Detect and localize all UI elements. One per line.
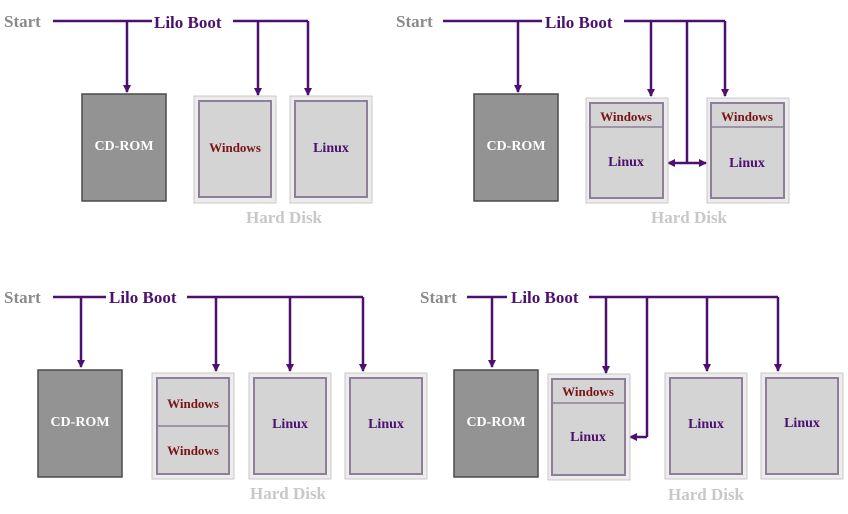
partition-os-label: Windows xyxy=(600,109,652,124)
partition-os-label: Windows xyxy=(167,396,219,411)
panel-4: Start Lilo Boot CD-ROM Windows Linux Lin… xyxy=(420,288,844,504)
partition-os-label: Linux xyxy=(368,417,404,432)
hard-disk-label: Hard Disk xyxy=(250,484,327,503)
start-label: Start xyxy=(4,12,41,31)
partition-os-label: Linux xyxy=(313,141,349,156)
cdrom-box xyxy=(37,369,123,478)
partition-os-label: Linux xyxy=(272,417,308,432)
partition-os-label: Linux xyxy=(608,155,644,170)
partition-os-label: Windows xyxy=(167,443,219,458)
hard-disk-label: Hard Disk xyxy=(651,208,728,227)
hard-disk-label: Hard Disk xyxy=(668,485,745,504)
partition-os-label: Windows xyxy=(721,109,773,124)
partition-os-label: Windows xyxy=(209,140,261,155)
cdrom-box xyxy=(453,369,539,478)
lilo-boot-label: Lilo Boot xyxy=(109,288,177,307)
lilo-boot-label: Lilo Boot xyxy=(511,288,579,307)
partition-os-label: Linux xyxy=(570,430,606,445)
panel-2: Start Lilo Boot CD-ROM Windows Linux Win… xyxy=(396,12,790,227)
lilo-boot-label: Lilo Boot xyxy=(545,13,613,32)
start-label: Start xyxy=(4,288,41,307)
panel-1: Start Lilo Boot CD-ROM Windows Linux Har… xyxy=(4,12,373,227)
lilo-boot-label: Lilo Boot xyxy=(154,13,222,32)
partition-os-label: Windows xyxy=(562,384,614,399)
cdrom-box xyxy=(473,93,559,202)
partition-os-label: Linux xyxy=(688,417,724,432)
cdrom-label: CD-ROM xyxy=(50,415,109,430)
partition-os-label: Linux xyxy=(729,156,765,171)
cdrom-label: CD-ROM xyxy=(486,139,545,154)
hard-disk-label: Hard Disk xyxy=(246,208,323,227)
start-label: Start xyxy=(396,12,433,31)
start-label: Start xyxy=(420,288,457,307)
cdrom-label: CD-ROM xyxy=(466,415,525,430)
cdrom-label: CD-ROM xyxy=(94,139,153,154)
partition-os-label: Linux xyxy=(784,416,820,431)
panel-3: Start Lilo Boot CD-ROM Windows Windows L… xyxy=(4,288,428,503)
cdrom-box xyxy=(81,93,167,202)
